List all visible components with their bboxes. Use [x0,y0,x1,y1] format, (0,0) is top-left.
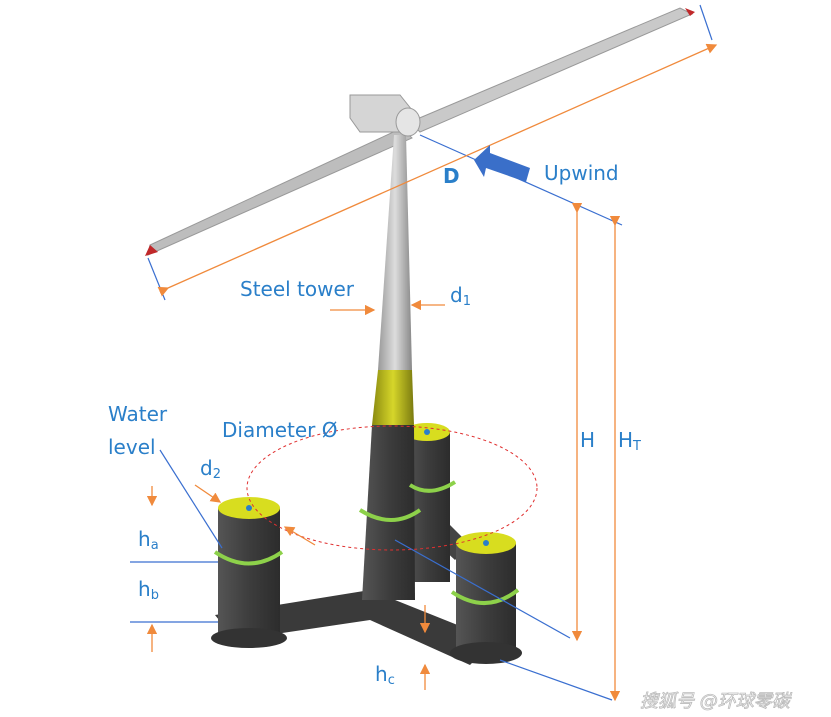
label-total-height: HT [618,428,641,454]
dimension-lines [146,43,718,702]
label-upwind: Upwind [544,161,619,185]
watermark: 搜狐号 @环球零碳 [640,691,793,712]
column-center-dots [246,429,489,546]
hub [395,107,421,137]
label-water-level-1: Water [108,402,168,426]
water-level-rings [213,480,520,605]
label-diameter: Diameter Ø [222,418,337,442]
blade-upper [409,7,694,133]
steel-tower [378,135,412,370]
column-left-base [211,628,287,648]
rotor [145,7,695,256]
label-hc: hc [375,662,395,688]
blade-tip-upper [685,8,695,16]
central-column [362,425,415,600]
label-tower-diameter: d1 [450,283,471,309]
blade-lower [147,127,413,256]
blade-tip-lower [145,245,158,256]
column-right-base [450,642,522,664]
label-rotor-diameter: D [443,164,460,188]
diameter-circle [246,425,538,551]
column-left [218,508,280,638]
label-steel-tower: Steel tower [240,277,355,301]
upwind-arrow-icon [474,145,530,182]
guide-lines [130,4,713,701]
label-water-level-2: level [108,435,156,459]
label-hub-height: H [580,428,595,452]
label-hb: hb [138,577,159,603]
pontoon [215,590,495,665]
label-column-diameter: d2 [200,456,221,482]
transition-piece [372,370,414,425]
label-ha: ha [138,527,159,553]
